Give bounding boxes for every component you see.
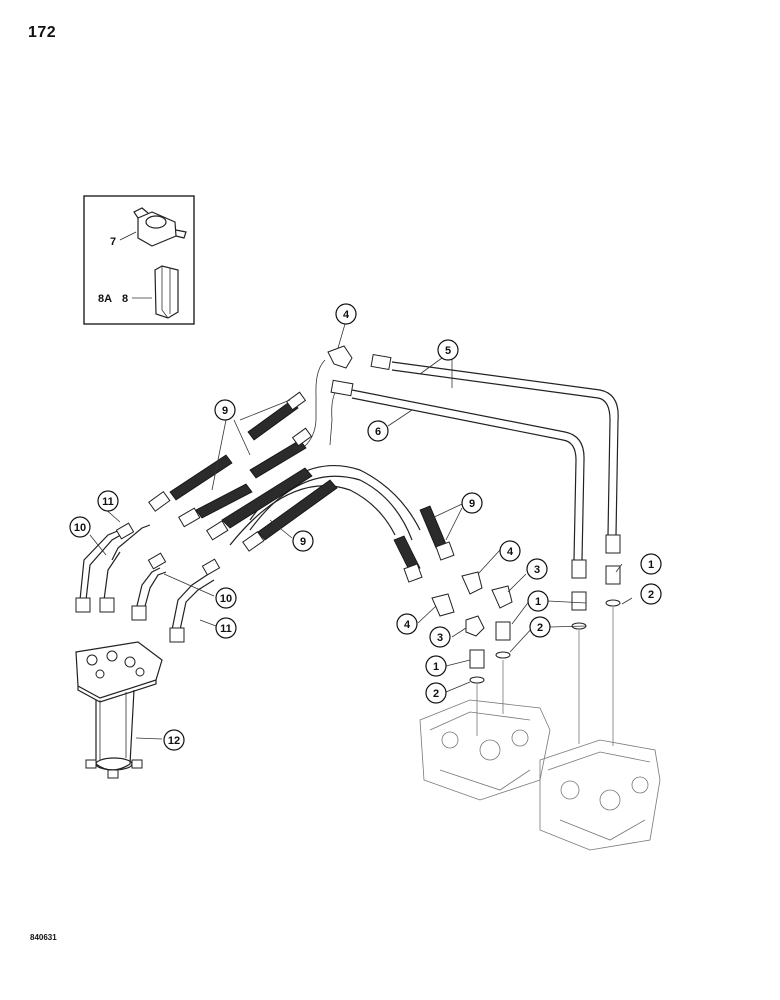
- callout-3-left: 3: [429, 626, 451, 648]
- callout-4-mid: 4: [499, 540, 521, 562]
- elbow-fittings: [75, 345, 621, 684]
- callout-label: 9: [222, 405, 228, 417]
- hose-assemblies: [148, 391, 455, 583]
- control-valve-right: [539, 607, 661, 851]
- callout-label: 1: [433, 661, 439, 673]
- callout-label: 2: [537, 622, 543, 634]
- callout-1-mid: 1: [527, 590, 549, 612]
- label-clamp: 7: [110, 236, 116, 248]
- callout-label: 3: [534, 564, 540, 576]
- callout-6: 6: [367, 420, 389, 442]
- callout-11-bottom: 11: [215, 617, 237, 639]
- callout-label: 9: [300, 536, 306, 548]
- swivel-assembly: [75, 641, 163, 779]
- callout-label: 1: [535, 596, 541, 608]
- channel-drawing: [154, 265, 179, 319]
- page-number: 172: [28, 24, 57, 41]
- callout-label: 9: [469, 498, 475, 510]
- callout-1-right: 1: [640, 553, 662, 575]
- callout-11-top: 11: [97, 490, 119, 512]
- figure-code: 840631: [30, 933, 57, 942]
- callout-label: 12: [168, 735, 180, 747]
- callout-5: 5: [437, 339, 459, 361]
- callout-4-bottom: 4: [396, 613, 418, 635]
- callout-label: 3: [437, 632, 443, 644]
- control-valve-left: [419, 660, 551, 801]
- callout-2-right: 2: [640, 583, 662, 605]
- callout-label: 5: [445, 345, 451, 357]
- callout-label: 4: [404, 619, 411, 631]
- callout-9-top: 9: [214, 399, 236, 421]
- callout-label: 1: [648, 559, 654, 571]
- callout-4-top: 4: [335, 303, 357, 325]
- callout-label: 4: [507, 546, 514, 558]
- callout-2-left: 2: [425, 682, 447, 704]
- label-channel-alt: 8A: [98, 293, 112, 305]
- clamp-drawing: [133, 207, 187, 247]
- callout-leaders: [89, 323, 633, 740]
- callout-1-left: 1: [425, 655, 447, 677]
- callout-3-right: 3: [526, 558, 548, 580]
- callout-label: 10: [74, 522, 86, 534]
- callout-label: 11: [220, 623, 232, 635]
- callout-label: 10: [220, 593, 232, 605]
- callout-9-right: 9: [461, 492, 483, 514]
- callout-10-mid: 10: [215, 587, 237, 609]
- callout-10-left: 10: [69, 516, 91, 538]
- callout-12: 12: [163, 729, 185, 751]
- callout-label: 6: [375, 426, 381, 438]
- callout-label: 2: [648, 589, 654, 601]
- callout-9-mid: 9: [292, 530, 314, 552]
- callout-2-mid: 2: [529, 616, 551, 638]
- parts-inset: 7 8A 8: [83, 195, 195, 325]
- label-channel: 8: [122, 293, 128, 305]
- callout-label: 2: [433, 688, 439, 700]
- callout-label: 11: [102, 496, 114, 508]
- callout-label: 4: [343, 309, 350, 321]
